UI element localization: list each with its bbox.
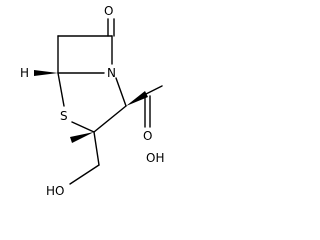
atom-label-hydrogen: H	[20, 66, 29, 80]
atom-label-sulfur: S	[60, 109, 68, 123]
atom-label-oxygen-acid: O	[143, 129, 152, 143]
wedge-bond-c3-cooh	[126, 91, 148, 106]
bond-c2-ch2	[93, 131, 100, 166]
bond-n-c3	[115, 77, 127, 107]
bond-c2-c3	[93, 105, 127, 133]
wedge-bond-c2-methyl	[70, 132, 94, 143]
molecule-structure: O N H S O OH HO	[20, 4, 164, 198]
atom-label-nitrogen: N	[107, 66, 116, 80]
bond-cooh-c-oh	[145, 85, 163, 95]
wedge-bond-c5-h	[34, 70, 58, 76]
atom-label-hydroxyl-acid: OH	[146, 151, 164, 165]
atom-label-hydroxyl-alcohol: HO	[46, 184, 64, 198]
bond-c5-s	[57, 72, 65, 107]
atom-label-oxygen-ketone: O	[104, 4, 113, 18]
bond-s-c2	[71, 121, 95, 133]
bond-ch2-oh	[69, 164, 100, 185]
